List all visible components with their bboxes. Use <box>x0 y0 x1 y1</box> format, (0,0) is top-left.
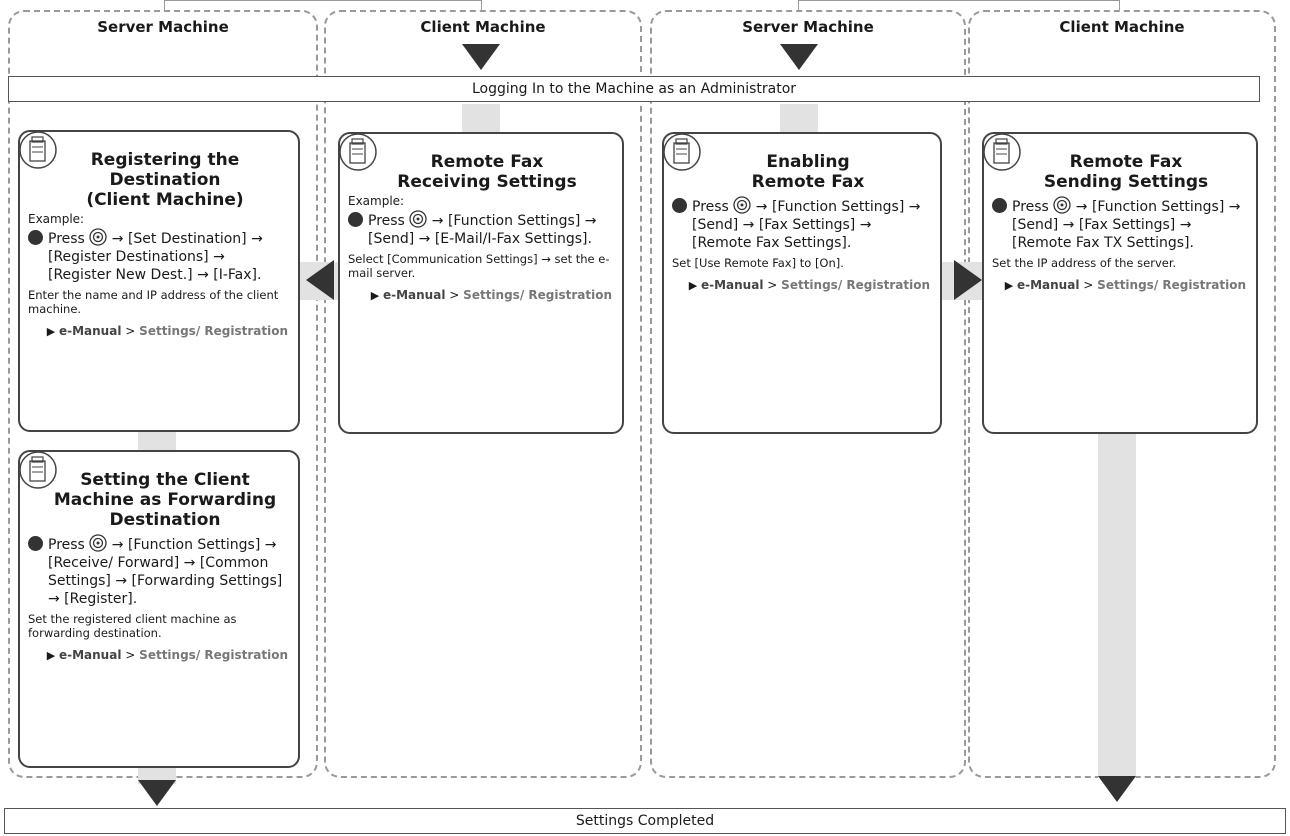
bullet-icon <box>348 212 363 227</box>
card-title: Enabling Remote Fax <box>751 152 865 192</box>
step-text: → [Function Settings] → [Send] → [E-Mail… <box>368 213 597 247</box>
card-title: Registering the Destination (Client Mach… <box>86 150 244 210</box>
settings-button-icon <box>733 196 751 214</box>
flow-path <box>462 104 500 134</box>
step-text: → [Function Settings] → [Send] → [Fax Se… <box>692 199 921 251</box>
arrow-down-icon <box>1098 776 1136 802</box>
flow-path <box>780 104 818 134</box>
manual-link[interactable]: e-Manual <box>58 648 122 662</box>
pointer-icon: ▶ <box>370 289 380 302</box>
lane-header: Client Machine <box>420 18 546 36</box>
step-instruction: Press → [Function Settings] → [Send] → [… <box>348 210 612 248</box>
manual-reference: ▶ e-Manual > Settings/ Registration <box>688 278 930 292</box>
arrow-down-icon <box>780 44 818 70</box>
pointer-icon: ▶ <box>46 325 56 338</box>
admin-login-bar: Logging In to the Machine as an Administ… <box>8 76 1260 102</box>
manual-reference: ▶ e-Manual > Settings/ Registration <box>46 324 288 338</box>
step-instruction: Press → [Set Destination] → [Register De… <box>28 228 288 284</box>
note-text: Enter the name and IP address of the cli… <box>28 288 279 316</box>
press-label: Press <box>368 213 405 229</box>
machine-icon <box>19 451 57 489</box>
lane-pair-connector <box>798 0 1120 10</box>
note-text: Set the registered client machine as for… <box>28 612 237 640</box>
manual-link[interactable]: e-Manual <box>1016 278 1080 292</box>
step-text: → [Function Settings] → [Send] → [Fax Se… <box>1012 199 1241 251</box>
lane-header: Client Machine <box>1059 18 1185 36</box>
lane-header: Server Machine <box>742 18 874 36</box>
bullet-icon <box>28 536 43 551</box>
arrow-down-icon <box>462 44 500 70</box>
note-text: Select [Communication Settings] → set th… <box>348 252 610 280</box>
lane-client-1 <box>324 10 642 778</box>
machine-icon <box>663 133 701 171</box>
press-label: Press <box>48 231 85 247</box>
manual-path: Settings/ Registration <box>463 288 612 302</box>
step-card-forwarding-destination: Setting the Client Machine as Forwarding… <box>18 450 300 768</box>
settings-button-icon <box>1053 196 1071 214</box>
card-title: Setting the Client Machine as Forwarding… <box>53 470 277 530</box>
press-label: Press <box>692 199 729 215</box>
example-label: Example: <box>348 194 405 208</box>
manual-path: Settings/ Registration <box>781 278 930 292</box>
settings-completed-bar: Settings Completed <box>4 808 1286 834</box>
manual-link[interactable]: e-Manual <box>700 278 764 292</box>
machine-icon <box>19 131 57 169</box>
manual-reference: ▶ e-Manual > Settings/ Registration <box>46 648 288 662</box>
pointer-icon: ▶ <box>46 649 56 662</box>
settings-button-icon <box>89 228 107 246</box>
note-text: Set [Use Remote Fax] to [On]. <box>672 256 844 270</box>
settings-button-icon <box>409 210 427 228</box>
machine-icon <box>339 133 377 171</box>
press-label: Press <box>48 537 85 553</box>
lane-pair-connector <box>164 0 482 10</box>
step-instruction: Press → [Function Settings] → [Send] → [… <box>672 196 930 252</box>
settings-button-icon <box>89 534 107 552</box>
pointer-icon: ▶ <box>688 279 698 292</box>
manual-path: Settings/ Registration <box>1097 278 1246 292</box>
lane-header: Server Machine <box>97 18 229 36</box>
bullet-icon <box>672 198 687 213</box>
card-title: Remote Fax Receiving Settings <box>397 152 577 192</box>
arrow-right-icon <box>954 260 982 300</box>
lane-server-2 <box>650 10 966 778</box>
press-label: Press <box>1012 199 1049 215</box>
example-label: Example: <box>28 212 85 226</box>
flow-path <box>138 766 176 784</box>
bullet-icon <box>28 230 43 245</box>
bullet-icon <box>992 198 1007 213</box>
arrow-left-icon <box>306 260 334 300</box>
arrow-down-icon <box>138 780 176 806</box>
note-text: Set the IP address of the server. <box>992 256 1177 270</box>
pointer-icon: ▶ <box>1004 279 1014 292</box>
card-title: Remote Fax Sending Settings <box>1043 152 1209 192</box>
flow-path <box>138 430 176 452</box>
step-card-register-destination: Registering the Destination (Client Mach… <box>18 130 300 432</box>
step-instruction: Press → [Function Settings] → [Receive/ … <box>28 534 288 608</box>
manual-reference: ▶ e-Manual > Settings/ Registration <box>1004 278 1246 292</box>
step-text: → [Set Destination] → [Register Destinat… <box>48 231 263 283</box>
machine-icon <box>983 133 1021 171</box>
manual-reference: ▶ e-Manual > Settings/ Registration <box>370 288 612 302</box>
step-card-enabling-remote-fax: Enabling Remote Fax Press → [Function Se… <box>662 132 942 434</box>
step-instruction: Press → [Function Settings] → [Send] → [… <box>992 196 1246 252</box>
manual-path: Settings/ Registration <box>139 648 288 662</box>
step-card-remote-fax-receiving: Remote Fax Receiving Settings Example: P… <box>338 132 624 434</box>
manual-path: Settings/ Registration <box>139 324 288 338</box>
step-card-remote-fax-sending: Remote Fax Sending Settings Press → [Fun… <box>982 132 1258 434</box>
step-text: → [Function Settings] → [Receive/ Forwar… <box>48 537 283 607</box>
manual-link[interactable]: e-Manual <box>58 324 122 338</box>
flow-path <box>1098 432 1136 778</box>
manual-link[interactable]: e-Manual <box>382 288 446 302</box>
